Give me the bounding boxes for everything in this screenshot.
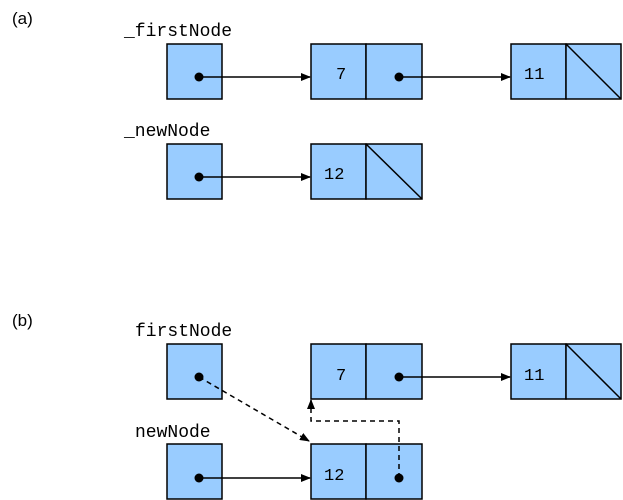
first-node-ref-box — [166, 43, 223, 100]
panel-b: (b) firstNode 7 11 newNode — [12, 311, 622, 500]
node-12-data-cell — [310, 143, 367, 200]
node-7-next-cell-b — [365, 343, 423, 400]
node-12: 12 — [310, 143, 423, 200]
node-11-data-cell — [510, 43, 567, 100]
node-7-data-cell-b — [310, 343, 367, 400]
new-node-var-label-b: newNode — [135, 423, 211, 443]
node-11: 11 — [510, 43, 622, 100]
first-node-var-label: _firstNode — [123, 22, 232, 42]
node-12-next-dashed-arrow-b — [307, 399, 400, 478]
first-node-ref-box-b — [166, 343, 223, 400]
panel-b-label: (b) — [12, 311, 33, 330]
node-11-null-slash — [565, 43, 622, 100]
new-node-ref-box — [166, 143, 223, 200]
node-12-value: 12 — [324, 166, 344, 185]
node-12-next-cell-b — [365, 443, 423, 500]
node-7-next-cell — [365, 43, 423, 100]
first-node-var-label-b: firstNode — [135, 322, 232, 342]
panel-a: (a) _firstNode 7 11 _newNode — [12, 9, 622, 200]
node-7-value-b: 7 — [336, 367, 346, 386]
first-node-dashed-arrow-b — [198, 376, 310, 442]
node-12-value-b: 12 — [324, 467, 344, 486]
node-11-data-cell-b — [510, 343, 567, 400]
node-7: 7 — [310, 43, 511, 100]
node-11-value-b: 11 — [524, 367, 544, 386]
node-11-null-slash-b — [565, 343, 622, 400]
node-11-value: 11 — [524, 66, 544, 85]
new-node-var-label: _newNode — [123, 122, 210, 142]
node-11-b: 11 — [510, 343, 622, 400]
node-7-b: 7 — [310, 343, 511, 400]
panel-a-label: (a) — [12, 9, 33, 28]
node-7-value: 7 — [336, 66, 346, 85]
node-12-b: 12 — [307, 399, 423, 500]
new-node-ref-box-b — [166, 443, 223, 500]
node-12-null-slash — [365, 143, 423, 200]
